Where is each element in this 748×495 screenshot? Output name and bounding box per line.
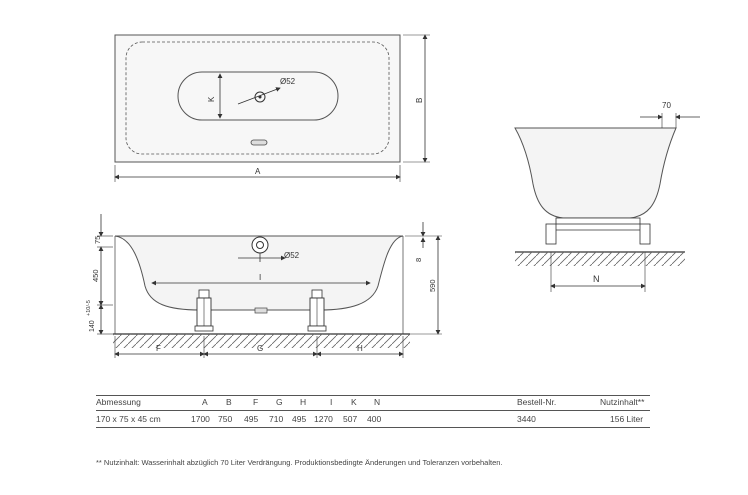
front-view: Ø52 I 75 450 140 +10/-5 [86,214,442,358]
cell-N: 400 [367,414,382,424]
technical-drawing: Ø52 K A B Ø52 I [86,34,700,358]
col-header-abmessung: Abmessung [96,397,141,407]
col-header-B: B [226,397,232,407]
label-F: F [156,344,161,353]
col-header-bestell-nr: Bestell-Nr. [517,397,557,407]
tub-body-side [514,127,677,219]
side-view: 70 N [514,101,700,292]
label-H: H [357,344,363,353]
cell-I: 1270 [314,414,333,424]
col-header-F: F [253,397,259,407]
cell-F: 495 [244,414,259,424]
leg-left-side [545,223,557,245]
table-rule-mid [96,410,650,411]
leg-right-side [639,223,651,245]
cell-H: 495 [292,414,307,424]
col-header-H: H [300,397,307,407]
overflow-top [250,139,268,146]
label-A: A [255,167,261,176]
col-header-I: I [330,397,333,407]
cell-G: 710 [269,414,284,424]
col-header-K: K [351,397,357,407]
col-header-N: N [374,397,381,407]
table-rule-bottom [96,427,650,428]
label-B: B [415,98,424,103]
dim-70: 70 [662,101,671,110]
drain-top [254,91,266,103]
cell-abmessung: 170 x 75 x 45 cm [96,414,161,424]
top-view: Ø52 K A B [114,34,430,182]
dim-75: 75 [93,236,102,244]
table-rule-top [96,395,650,396]
col-header-G: G [276,397,283,407]
tub-rim-dashed [125,41,390,155]
label-N: N [593,274,600,284]
dim-450: 450 [91,269,100,282]
label-G: G [257,344,263,353]
cell-bestell-nr: 3440 [517,414,536,424]
label-I: I [259,273,261,282]
dim-140: 140 [89,320,96,332]
leg-right-front [307,289,327,332]
leg-left-front [194,289,214,332]
dim-8: 8 [414,258,423,262]
label-K: K [207,96,216,102]
col-header-A: A [202,397,208,407]
cell-K: 507 [343,414,358,424]
cell-B: 750 [218,414,233,424]
diam-label-top: Ø52 [280,77,296,86]
dim-590: 590 [428,279,437,292]
dim-tol: +10/-5 [86,300,92,316]
cell-A: 1700 [191,414,210,424]
drain-front [251,236,269,254]
cell-nutzinhalt: 156 Liter [610,414,644,424]
col-header-nutzinhalt: Nutzinhalt** [600,397,645,407]
diam-label-front: Ø52 [284,251,300,260]
footnote: ** Nutzinhalt: Wasserinhalt abzüglich 70… [96,458,503,467]
